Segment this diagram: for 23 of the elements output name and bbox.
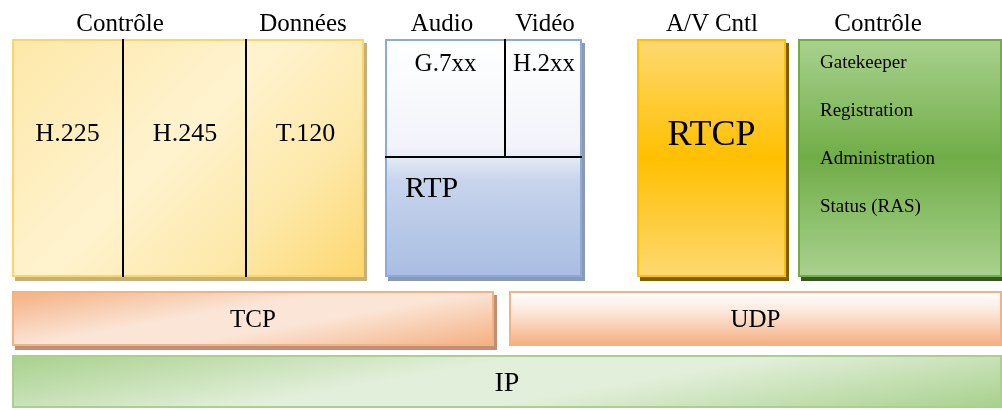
transport-layer (509, 291, 1002, 346)
protocol-label: RTCP (667, 112, 756, 154)
protocol-label: Administration (820, 147, 936, 169)
column-heading: Contrôle (76, 8, 164, 38)
column-heading: Vidéo (515, 8, 575, 38)
codec-cell (504, 39, 582, 158)
protocol-label: IP (494, 365, 520, 398)
column-heading: Audio (410, 8, 474, 38)
protocol-label: Gatekeeper (820, 51, 907, 73)
protocol-label: H.2xx (513, 49, 575, 77)
protocol-label: TCP (230, 304, 276, 333)
protocol-label: H.225 (35, 118, 100, 148)
protocol-label: H.245 (152, 118, 218, 148)
protocol-label: T.120 (275, 118, 336, 148)
protocol-label: Registration (820, 99, 913, 121)
column-heading: Données (259, 8, 347, 38)
network-layer (12, 355, 1002, 408)
protocol-label: UDP (730, 304, 781, 333)
column-heading: A/V Cntl (666, 8, 758, 38)
protocol-label: Status (RAS) (820, 195, 921, 217)
column-heading: Contrôle (834, 8, 922, 38)
protocol-label: G.7xx (414, 49, 477, 77)
protocol-label: RTP (405, 170, 459, 204)
